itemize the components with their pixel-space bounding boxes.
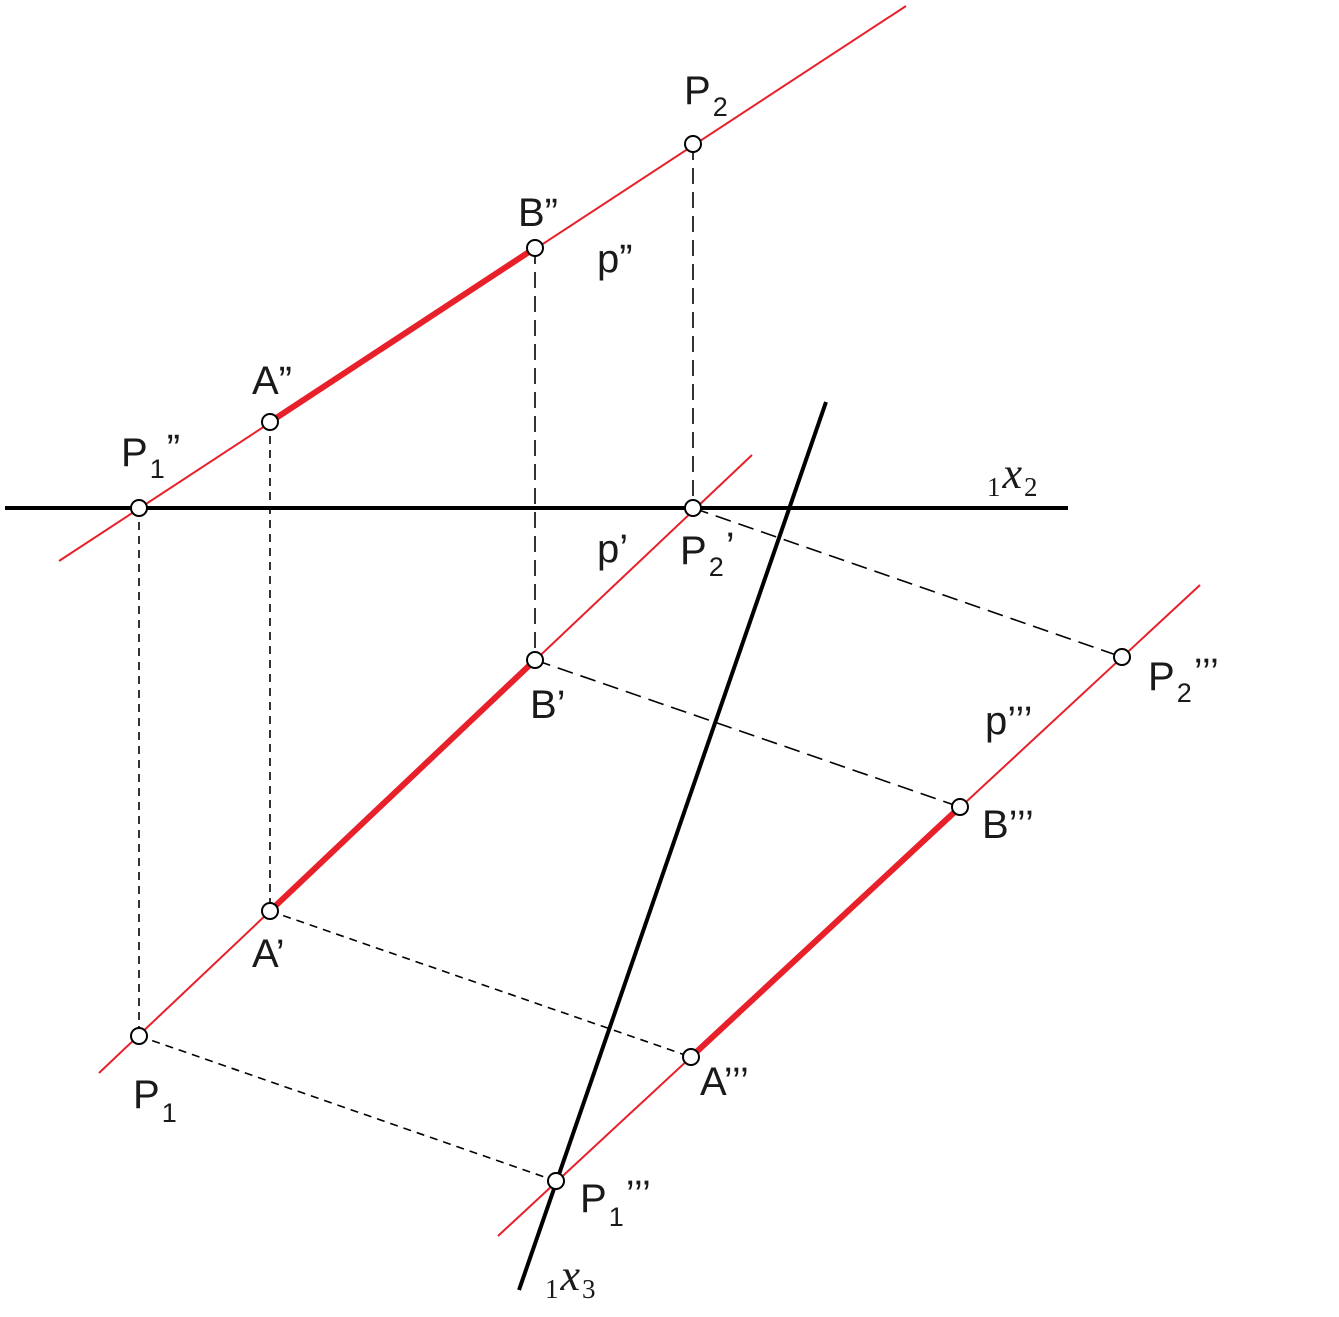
label-axis-1x2: 1x2 <box>987 449 1038 502</box>
label-P2: P2 <box>684 69 728 122</box>
label-A-second: A” <box>252 359 292 403</box>
label-B-first: B’ <box>530 683 566 727</box>
segment-AB-third <box>688 804 963 1060</box>
point-P2 <box>684 135 702 153</box>
point-A-second <box>261 413 279 431</box>
label-P1-third: P1’’’ <box>580 1173 651 1232</box>
label-A-third: A’’’ <box>700 1060 749 1104</box>
point-B-first <box>526 651 544 669</box>
segment-AB-second <box>267 245 538 425</box>
point-P1 <box>130 1027 148 1045</box>
axis-1x3 <box>517 401 828 1291</box>
label-p-first: p’ <box>597 527 628 571</box>
label-B-third: B’’’ <box>982 803 1034 847</box>
label-P2-third: P2’’’ <box>1148 651 1219 708</box>
label-B-second: B” <box>518 191 558 235</box>
point-P1-third <box>547 1172 565 1190</box>
label-P1: P1 <box>133 1073 177 1128</box>
transfer-P2 <box>692 507 1123 658</box>
point-A-first <box>261 902 279 920</box>
transfer-P1 <box>138 1035 557 1182</box>
point-A-third <box>682 1048 700 1066</box>
transfer-B <box>534 659 961 808</box>
segment-AB-first <box>267 657 538 914</box>
point-B-third <box>951 798 969 816</box>
point-P2-third <box>1113 648 1131 666</box>
label-A-first: A’ <box>252 932 285 976</box>
point-P1-second <box>130 499 148 517</box>
point-P2-first <box>684 499 702 517</box>
point-B-second <box>526 239 544 257</box>
label-P1-second: P1” <box>121 427 180 484</box>
transfer-A <box>269 910 692 1058</box>
label-P2-first: P2’ <box>680 525 735 582</box>
label-p-second: p” <box>597 237 633 281</box>
label-p-third: p’’’ <box>985 699 1032 743</box>
label-axis-1x3: 1x3 <box>545 1251 596 1304</box>
